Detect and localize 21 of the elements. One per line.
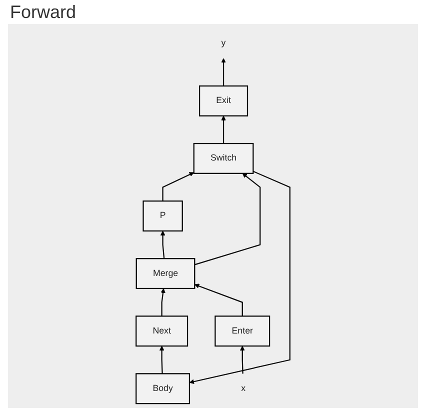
node-text: x bbox=[241, 384, 246, 394]
node-box bbox=[214, 316, 270, 347]
node-box bbox=[198, 85, 248, 116]
arrow bbox=[160, 230, 166, 259]
node-box bbox=[142, 200, 183, 232]
arrow bbox=[160, 288, 166, 316]
diagram-background: Exit Body Switch P Merge Next Enter y x bbox=[8, 24, 418, 408]
node-box bbox=[136, 258, 196, 290]
arrow bbox=[189, 170, 290, 384]
arrow bbox=[194, 284, 243, 316]
arrow bbox=[221, 116, 226, 144]
arrow bbox=[194, 173, 261, 266]
arrow bbox=[162, 172, 194, 202]
node-box bbox=[193, 142, 254, 174]
node-text: y bbox=[221, 38, 226, 48]
node-box bbox=[136, 316, 188, 347]
arrow bbox=[240, 346, 245, 374]
arrow bbox=[221, 58, 226, 86]
node-box bbox=[136, 373, 190, 404]
arrow bbox=[159, 346, 164, 374]
diagram-title: Forward bbox=[9, 1, 78, 24]
